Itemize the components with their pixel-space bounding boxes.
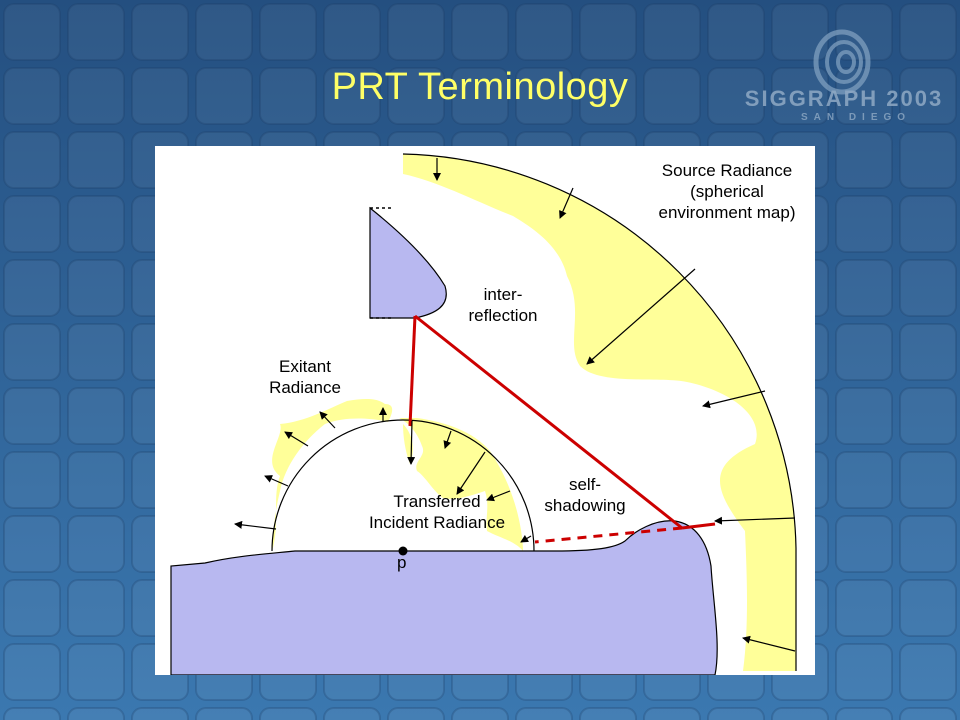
logo-text: SIGGRAPH 2003 — [745, 86, 943, 111]
label-self-shadowing: self- shadowing — [535, 474, 635, 516]
point-p — [398, 546, 408, 556]
label-self-shadowing-line1: self- — [568, 475, 602, 494]
label-transferred-incident: Transferred Incident Radiance — [345, 491, 529, 533]
source-radiance-arrows — [433, 158, 796, 652]
occluding-object — [369, 206, 447, 319]
incident-radiance-arrows — [407, 420, 532, 543]
hemisphere-arc — [271, 419, 535, 552]
siggraph-logo: SIGGRAPH 2003 SAN DIEGO — [744, 24, 944, 124]
source-radiance-band — [403, 154, 796, 671]
exitant-radiance-lobe — [272, 399, 393, 551]
label-inter-reflection-line2: reflection — [468, 306, 538, 325]
incident-radiance-lobe — [399, 418, 523, 551]
label-point-p: p — [397, 553, 407, 572]
logo-subtext: SAN DIEGO — [801, 112, 911, 123]
label-inter-reflection-line1: inter- — [483, 285, 523, 304]
label-transferred-incident-line2: Incident Radiance — [368, 513, 506, 532]
label-source-radiance-line2: (spherical — [690, 182, 764, 201]
label-source-radiance: Source Radiance (spherical environment m… — [641, 160, 813, 223]
label-exitant-radiance: Exitant Radiance — [255, 356, 355, 398]
surface-object — [170, 520, 718, 675]
label-transferred-incident-line1: Transferred — [393, 492, 481, 511]
label-inter-reflection: inter- reflection — [464, 284, 542, 326]
label-self-shadowing-line2: shadowing — [544, 496, 626, 515]
prt-diagram: Source Radiance (spherical environment m… — [155, 146, 815, 675]
light-paths — [408, 314, 716, 544]
slide-title: PRT Terminology — [331, 66, 629, 108]
incident-radiance-lobe-2 — [403, 424, 413, 464]
label-exitant-radiance-line1: Exitant — [279, 357, 331, 376]
label-exitant-radiance-line2: Radiance — [269, 378, 341, 397]
label-source-radiance-line1: Source Radiance — [661, 161, 793, 180]
label-source-radiance-line3: environment map) — [658, 203, 796, 222]
exitant-radiance-arrows — [234, 407, 387, 530]
